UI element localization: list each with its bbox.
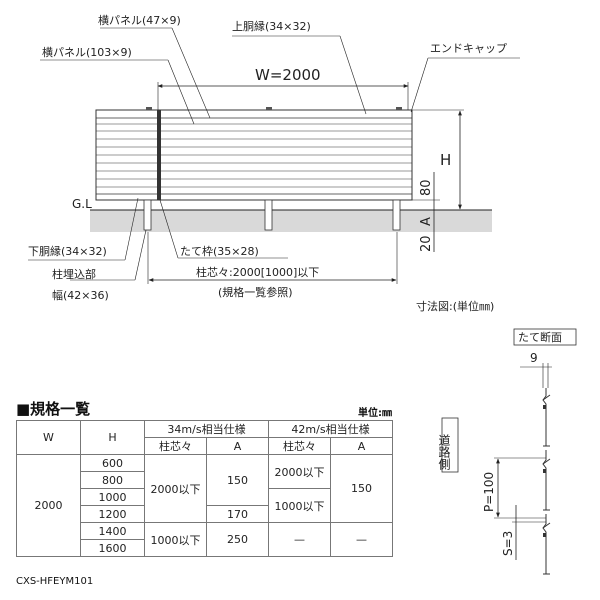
post-embed-label: 柱埋込部 (52, 267, 96, 281)
pitch-p-label: P=100 (482, 472, 496, 512)
a34-c: 250 (206, 522, 269, 557)
vertical-frame (157, 110, 161, 200)
section-title-box (513, 328, 577, 346)
height-dim-label: H (440, 151, 451, 169)
h-value: 1000 (80, 488, 145, 506)
table-row: W H 34m/s相当仕様 42m/s相当仕様 (16, 420, 393, 455)
h-value: 1400 (80, 522, 145, 540)
pitch34-b: 1000以下 (144, 522, 207, 557)
sub-a-34: A (206, 437, 269, 455)
table-row: 1600 (17, 539, 393, 557)
post-pitch-note: (規格一覧参照) (218, 285, 293, 299)
table-row: 1200 170 (17, 505, 393, 523)
fence-panel (95, 109, 413, 201)
yoko-panel-large-label: 横パネル(103×9) (42, 45, 132, 59)
a34-a: 150 (206, 454, 269, 506)
dim-20-label: 20 (419, 235, 434, 252)
road-side-label: 道路側 (437, 434, 451, 470)
svg-text:道路側: 道路側 (437, 434, 451, 470)
road-side-box (441, 417, 459, 473)
dim-80-label: 80 (419, 179, 434, 196)
yoko-panel-small-label: 横パネル(47×9) (98, 13, 181, 27)
post-width-label: 幅(42×36) (52, 289, 109, 302)
pitch42-b: 1000以下 (268, 488, 331, 523)
product-code: CXS-HFEYM101 (16, 576, 94, 587)
section-9-label: 9 (530, 351, 538, 365)
post-pitch-label: 柱芯々:2000[1000]以下 (196, 265, 319, 279)
spec-table: W H 34m/s相当仕様 42m/s相当仕様 柱芯々 A 柱芯々 A 2000… (16, 420, 393, 557)
h-value: 1200 (80, 505, 145, 523)
upper-edge-label: 上胴縁(34×32) (232, 19, 311, 33)
post-embed (143, 199, 401, 231)
table-row: 2000 600 2000以下 150 2000以下 150 (16, 454, 393, 557)
screw-mark (146, 107, 152, 110)
table-row: 柱芯々 A 柱芯々 A (17, 437, 393, 455)
dim-a-label: A (419, 217, 434, 226)
lower-edge-label: 下胴縁(34×32) (28, 244, 107, 258)
table-row: 800 (17, 471, 393, 489)
ground-level-label: G.L (72, 197, 92, 211)
header-42: 42m/s相当仕様 (268, 420, 393, 438)
gap-s-label: S=3 (501, 531, 515, 556)
pitch34-a: 2000以下 (144, 454, 207, 523)
dim-units-label: 寸法図:(単位㎜) (416, 299, 494, 313)
pitch42-c: — (268, 522, 331, 557)
ground-band (90, 210, 492, 232)
sub-pitch-42: 柱芯々 (268, 437, 331, 455)
sub-a-42: A (330, 437, 393, 455)
sub-pitch-34: 柱芯々 (144, 437, 207, 455)
h-value: 600 (80, 454, 145, 472)
h-value: 800 (80, 471, 145, 489)
section-title: たて断面 (518, 330, 562, 344)
spec-unit: 単位:㎜ (358, 408, 392, 419)
header-34: 34m/s相当仕様 (144, 420, 269, 438)
a42-a: 150 (330, 454, 393, 523)
spec-title: ■規格一覧 (16, 400, 91, 418)
header-w: W (16, 420, 81, 455)
table-row: 1400 1000以下 250 — — (17, 522, 393, 557)
a34-b: 170 (206, 505, 269, 523)
header-h: H (80, 420, 145, 455)
screw-mark (266, 107, 272, 110)
width-dim-label: W=2000 (255, 66, 321, 84)
h-value: 1600 (80, 539, 145, 557)
end-cap-label: エンドキャップ (430, 42, 507, 55)
vertical-frame-label: たて枠(35×28) (180, 244, 259, 258)
pitch42-a: 2000以下 (268, 454, 331, 489)
a42-c: — (330, 522, 393, 557)
screw-mark (396, 107, 402, 110)
section-profile (542, 388, 551, 575)
w-value: 2000 (16, 454, 81, 557)
